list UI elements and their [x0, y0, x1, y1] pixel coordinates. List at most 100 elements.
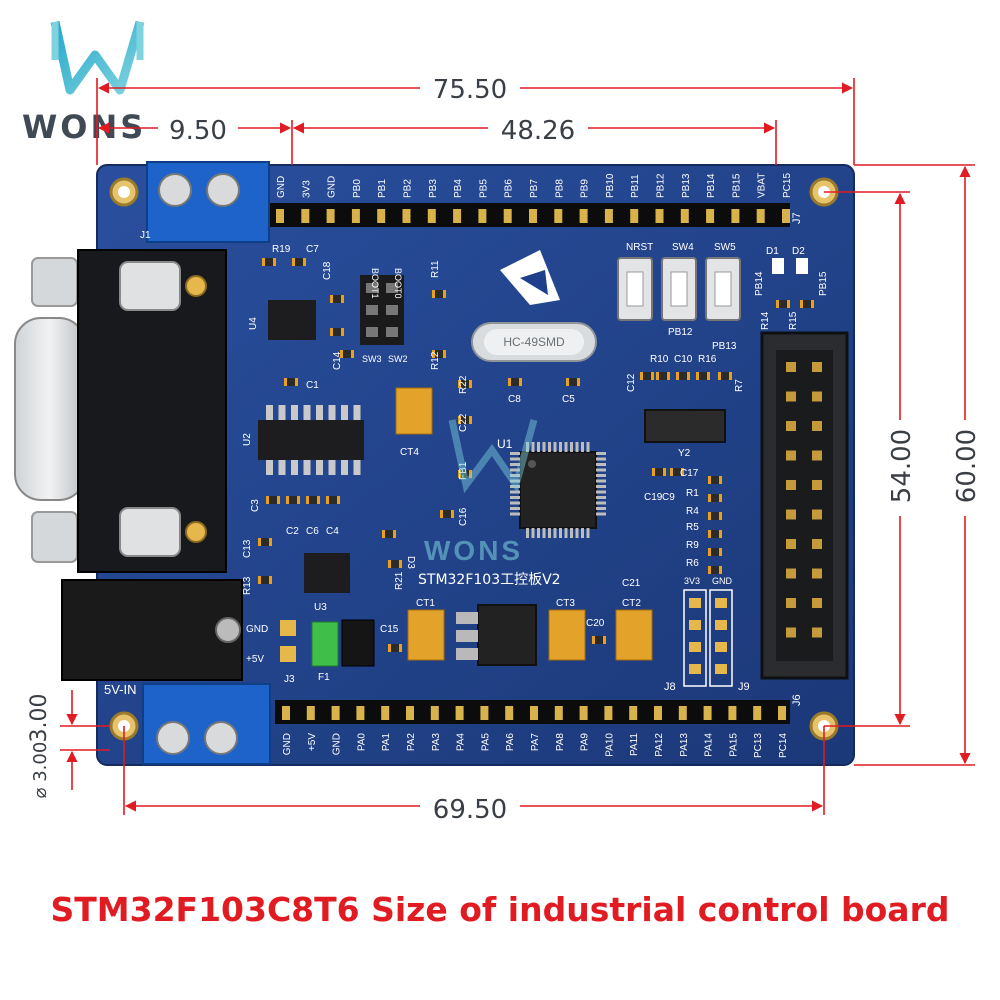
- bottom-pin: [678, 706, 687, 720]
- tactile-switches: [617, 257, 741, 321]
- idc-pin: [786, 480, 796, 490]
- bottom-header-pin-label: PC14: [778, 733, 789, 758]
- smd-passive: [330, 295, 344, 303]
- bottom-header-pin-label: GND: [332, 733, 343, 755]
- bottom-pin: [505, 706, 514, 720]
- top-header-pin-label: PB13: [681, 173, 692, 198]
- label-c18: C18: [322, 261, 333, 280]
- bottom-header-pin-label: PA0: [356, 733, 367, 752]
- smd-passive: [262, 258, 276, 266]
- smd-passive: [432, 350, 446, 358]
- top-header-pin-label: PB3: [428, 179, 439, 198]
- dim-hole-span-vertical: 54.00: [887, 429, 917, 503]
- bottom-pin: [430, 706, 439, 720]
- label-c4: C4: [326, 526, 339, 537]
- smd-passive: [800, 300, 814, 308]
- bottom-pin: [629, 706, 638, 720]
- idc-pin: [786, 568, 796, 579]
- bottom-header-pin-label: PA8: [555, 733, 566, 752]
- resistor-r15-label: R15: [788, 311, 799, 330]
- label-r21: R21: [394, 571, 405, 590]
- smd-passive: [670, 468, 684, 476]
- smd-passive: [696, 372, 710, 380]
- sw2-label: SW2: [388, 354, 408, 364]
- sw3-label: SW3: [362, 354, 382, 364]
- smd-passive: [708, 494, 722, 502]
- ct3-label: CT3: [556, 598, 575, 609]
- top-pin: [402, 209, 411, 223]
- bottom-header-strip: [275, 700, 790, 724]
- top-pin: [630, 209, 639, 223]
- top-pin: [731, 209, 740, 223]
- label-r1: R1: [686, 488, 699, 499]
- idc-pin: [812, 627, 822, 638]
- mcu-label: U1: [497, 437, 513, 451]
- dim-header-span: 48.26: [501, 116, 575, 146]
- label-r9: R9: [686, 540, 699, 551]
- label-c2: C2: [286, 526, 299, 537]
- idc-pin: [812, 421, 822, 431]
- top-pin: [326, 209, 335, 223]
- top-pin: [680, 209, 689, 223]
- smd-passive: [440, 510, 454, 518]
- bottom-pin: [778, 706, 786, 720]
- smd-passive: [640, 372, 654, 380]
- label-5v-in: 5V-IN: [104, 682, 137, 697]
- label-c3: C3: [250, 499, 261, 512]
- top-header-pin-label: PB0: [352, 179, 363, 198]
- label-c15: C15: [380, 624, 399, 635]
- label-d3: D3: [405, 556, 416, 569]
- board-logo-icon: [500, 250, 560, 305]
- brand-logo-icon: [50, 20, 145, 95]
- smd-passive: [708, 530, 722, 538]
- smd-passive: [284, 378, 298, 386]
- top-pin: [503, 209, 512, 223]
- smd-passive: [708, 476, 722, 484]
- power-f1-label: F1: [318, 672, 330, 683]
- bottom-pin: [654, 706, 662, 720]
- top-header-pin-label: PB11: [630, 174, 641, 198]
- label-j1: J1: [140, 230, 151, 241]
- label-c14: C14: [332, 351, 343, 370]
- diode-smd: [341, 619, 375, 667]
- header-j7-label: J7: [791, 212, 803, 224]
- board-title: STM32F103工控板V2: [418, 572, 561, 588]
- label-c13: C13: [242, 539, 253, 558]
- bottom-pin: [406, 706, 414, 720]
- led-d2-label: D2: [792, 246, 805, 257]
- bottom-pin: [753, 706, 762, 720]
- top-pin: [554, 209, 563, 223]
- power-j3-label: J3: [284, 674, 295, 685]
- voltage-regulator: [456, 604, 537, 666]
- top-pin: [377, 209, 386, 223]
- boot0-label: BOOT0: [393, 268, 403, 299]
- idc-pin: [812, 509, 822, 520]
- bottom-header-pin-label: PA1: [381, 733, 392, 752]
- label-c9: C9: [662, 492, 675, 503]
- top-header-pin-label: PC15: [782, 173, 793, 198]
- top-header-pin-label: PB12: [656, 173, 667, 198]
- bottom-header-pin-label: PA13: [679, 733, 690, 757]
- top-header-strip: [270, 203, 790, 227]
- top-header-pins: [276, 209, 790, 223]
- idc-pin: [786, 627, 796, 638]
- caption: STM32F103C8T6 Size of industrial control…: [50, 890, 950, 929]
- led-pb14-label: PB14: [754, 271, 765, 296]
- ct1-label: CT1: [416, 598, 435, 609]
- top-pin: [579, 209, 588, 223]
- terminal-block-bottom: [142, 683, 271, 765]
- label-r13: R13: [242, 576, 253, 595]
- idc-pin: [812, 568, 822, 579]
- smd-passive: [340, 350, 354, 358]
- top-pin: [427, 209, 436, 223]
- top-pin: [655, 209, 664, 223]
- jumper-j9-label: J9: [738, 681, 750, 693]
- smd-passive: [656, 372, 670, 380]
- mcu-chip: [510, 442, 606, 538]
- label-r19: R19: [272, 244, 291, 255]
- bottom-pin: [356, 706, 365, 720]
- ct4-label: CT4: [400, 447, 419, 458]
- label-r10: R10: [650, 354, 669, 365]
- passive-components: [258, 258, 814, 652]
